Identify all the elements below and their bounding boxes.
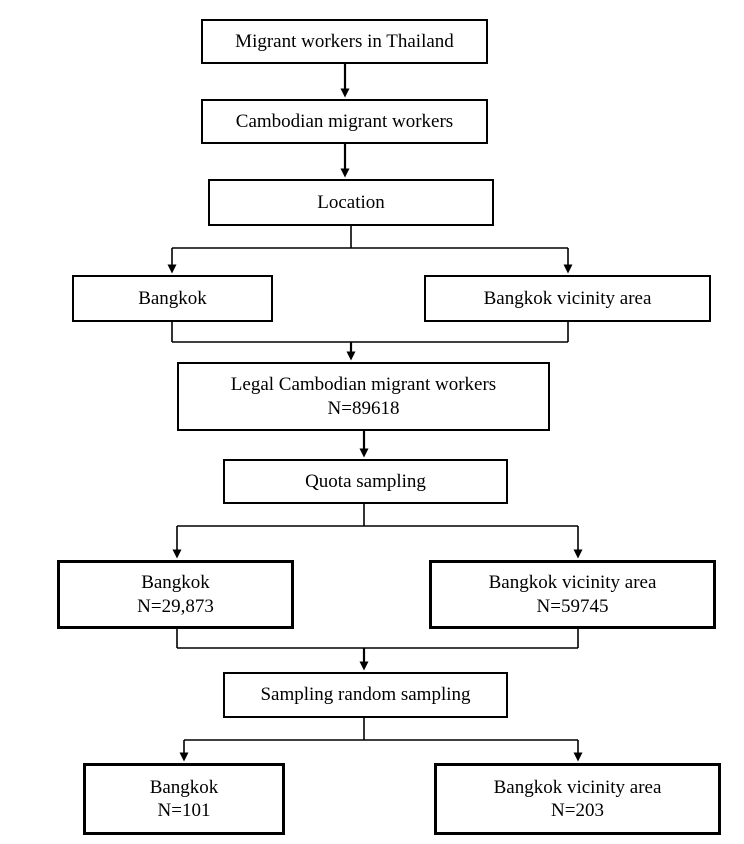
node-label: Legal Cambodian migrant workers (230, 374, 497, 396)
node-final-bangkok[interactable]: Bangkok N=101 (83, 763, 285, 835)
node-location[interactable]: Location (208, 179, 494, 226)
node-label: Migrant workers in Thailand (235, 30, 454, 52)
node-quota-bangkok[interactable]: Bangkok N=29,873 (57, 560, 294, 629)
node-label: Sampling random sampling (260, 684, 471, 706)
node-legal-cambodian-migrant-workers[interactable]: Legal Cambodian migrant workers N=89618 (177, 362, 550, 431)
node-label: Bangkok vicinity area (488, 572, 657, 594)
node-count: N=29,873 (137, 595, 214, 617)
node-quota-bangkok-vicinity[interactable]: Bangkok vicinity area N=59745 (429, 560, 716, 629)
node-label: Bangkok vicinity area (493, 776, 662, 798)
node-label: Location (317, 191, 385, 213)
node-label: Bangkok (149, 776, 219, 798)
node-count: N=203 (551, 800, 604, 821)
node-count: N=59745 (536, 595, 609, 617)
node-sampling-random-sampling[interactable]: Sampling random sampling (223, 672, 508, 718)
node-count: N=89618 (327, 397, 400, 419)
node-label: Bangkok (141, 572, 210, 594)
node-label: Cambodian migrant workers (235, 110, 454, 132)
connector-location-split (167, 226, 573, 274)
node-label: Quota sampling (305, 470, 426, 492)
node-quota-sampling[interactable]: Quota sampling (223, 459, 508, 504)
connector-sampling-split (179, 718, 583, 762)
node-location-bangkok-vicinity[interactable]: Bangkok vicinity area (424, 275, 711, 322)
node-cambodian-migrant-workers[interactable]: Cambodian migrant workers (201, 99, 488, 144)
node-label: Bangkok (138, 287, 207, 309)
connector-quota-split (172, 504, 583, 559)
node-migrant-workers-thailand[interactable]: Migrant workers in Thailand (201, 19, 488, 64)
node-location-bangkok[interactable]: Bangkok (72, 275, 273, 322)
connector-quota-merge (176, 629, 579, 671)
node-label: Bangkok vicinity area (483, 287, 652, 309)
connector-location-merge (171, 322, 569, 361)
node-count: N=101 (157, 800, 211, 821)
node-final-bangkok-vicinity[interactable]: Bangkok vicinity area N=203 (434, 763, 721, 835)
